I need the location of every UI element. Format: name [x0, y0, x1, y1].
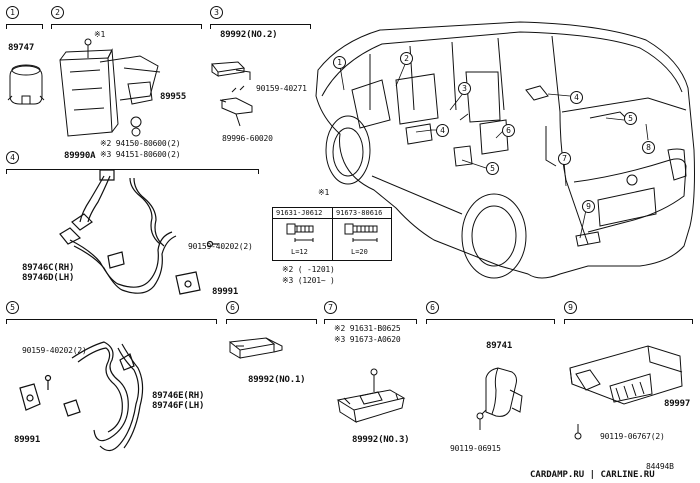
section-badge-4: 4 — [6, 151, 19, 164]
section-badge-7: 7 — [324, 301, 337, 314]
section-tick — [6, 319, 7, 324]
sensor-89992-no1-drawing — [228, 337, 283, 359]
car-callout-3: 3 — [458, 82, 471, 95]
legend-note-3: ※3 (1201~ ) — [282, 276, 335, 285]
ecu-89990a-drawing — [59, 38, 161, 137]
section-tick — [416, 319, 417, 324]
section-rule-9 — [564, 319, 692, 320]
part-94151-80600: ※3 94151-80600(2) — [100, 150, 181, 159]
car-callout-4a: 4 — [436, 124, 449, 137]
section-tick — [426, 319, 427, 324]
vehicle-drawing — [315, 21, 695, 279]
harness-89746cd-drawing — [59, 169, 218, 295]
car-callout-7: 7 — [558, 152, 571, 165]
note-table-len-2: L=20 — [351, 248, 368, 256]
module-89997-drawing — [569, 345, 683, 440]
section-rule-4 — [6, 169, 258, 170]
part-89747: 89747 — [8, 43, 35, 53]
section-rule-6a — [226, 319, 316, 320]
part-89996-60020: 89996-60020 — [222, 134, 273, 143]
part-89992-no2: 89992(NO.2) — [220, 30, 278, 40]
part-89991-s4: 89991 — [212, 287, 239, 297]
section-tick — [6, 169, 7, 174]
note-table-divider — [273, 218, 391, 219]
part-90159-40202-s5: 90159-40202(2) — [22, 346, 87, 355]
section-badge-5: 5 — [6, 301, 19, 314]
part-90159-40202-s4: 90159-40202(2) — [188, 242, 253, 251]
note-table-len-1: L=12 — [291, 248, 308, 256]
car-callout-5a: 5 — [486, 162, 499, 175]
car-callout-4b: 4 — [570, 91, 583, 104]
section-tick — [226, 319, 227, 324]
section-rule-5 — [6, 319, 216, 320]
part-90119-06767: 90119-06767(2) — [600, 432, 665, 441]
section-rule-3 — [210, 24, 310, 25]
watermark: CARDAMP.RU | CARLINE.RU — [530, 470, 655, 480]
bolt-icons — [286, 223, 378, 242]
part-89746f: 89746F(LH) — [152, 401, 205, 411]
note-table-col-1 — [273, 208, 333, 260]
section-tick — [258, 169, 259, 174]
section-tick — [216, 319, 217, 324]
car-callout-6: 6 — [502, 124, 515, 137]
part-94150-80600: ※2 94150-80600(2) — [100, 139, 181, 148]
car-callout-9: 9 — [582, 200, 595, 213]
part-89992-no3: 89992(NO.3) — [352, 435, 410, 445]
sensor-89992-no3-drawing — [336, 368, 406, 424]
part-89992-no1: 89992(NO.1) — [248, 375, 306, 385]
section-tick — [692, 319, 693, 324]
section-tick — [554, 319, 555, 324]
note-table-bolt-2: 91673-80616 — [336, 209, 383, 217]
section-rule-1 — [6, 24, 42, 25]
legend-note-2: ※2 ( -1201) — [282, 265, 335, 274]
section-badge-6a: 6 — [226, 301, 239, 314]
section-rule-6b — [426, 319, 554, 320]
section-tick — [6, 24, 7, 29]
section-badge-9: 9 — [564, 301, 577, 314]
section-rule-7 — [324, 319, 416, 320]
diagram-code: 84494B — [646, 462, 674, 471]
part-91673-a0620: ※3 91673-A0620 — [334, 335, 401, 344]
note-table-bolt-1: 91631-J0612 — [276, 209, 323, 217]
part-89746e: 89746E(RH) — [152, 391, 205, 401]
note-1-marker: ※1 — [94, 30, 106, 39]
section-tick — [210, 24, 211, 29]
car-callout-2: 2 — [400, 52, 413, 65]
relay-89747-drawing — [7, 64, 45, 105]
section-tick — [310, 24, 311, 29]
section-tick — [51, 24, 52, 29]
part-90159-40271: 90159-40271 — [256, 84, 307, 93]
car-callout-1: 1 — [333, 56, 346, 69]
sensor-89992-no2-drawing — [211, 61, 253, 127]
car-callout-leaders — [339, 61, 649, 239]
part-90119-06915: 90119-06915 — [450, 444, 501, 453]
part-89746c: 89746C(RH) — [22, 263, 75, 273]
section-badge-3: 3 — [210, 6, 223, 19]
section-rule-2 — [51, 24, 201, 25]
car-callout-5b: 5 — [624, 112, 637, 125]
part-89741: 89741 — [486, 341, 513, 351]
sensor-89741-drawing — [476, 367, 523, 430]
part-89991-s5: 89991 — [14, 435, 41, 445]
section-badge-6b: 6 — [426, 301, 439, 314]
part-89990a: 89990A — [64, 151, 96, 161]
part-89997: 89997 — [664, 399, 691, 409]
section-tick — [42, 24, 43, 29]
section-tick — [316, 319, 317, 324]
section-badge-1: 1 — [6, 6, 19, 19]
part-89746d: 89746D(LH) — [22, 273, 75, 283]
harness-89746ef-drawing — [19, 341, 144, 452]
section-tick — [564, 319, 565, 324]
note-table-title: ※1 — [318, 188, 330, 197]
section-tick — [324, 319, 325, 324]
part-91631-b0625: ※2 91631-B0625 — [334, 324, 401, 333]
car-callout-8: 8 — [642, 141, 655, 154]
section-tick — [201, 24, 202, 29]
bolt-note-table: 91631-J0612 91673-80616 L=12 L=20 — [272, 207, 392, 261]
part-89955: 89955 — [160, 92, 187, 102]
section-badge-2: 2 — [51, 6, 64, 19]
